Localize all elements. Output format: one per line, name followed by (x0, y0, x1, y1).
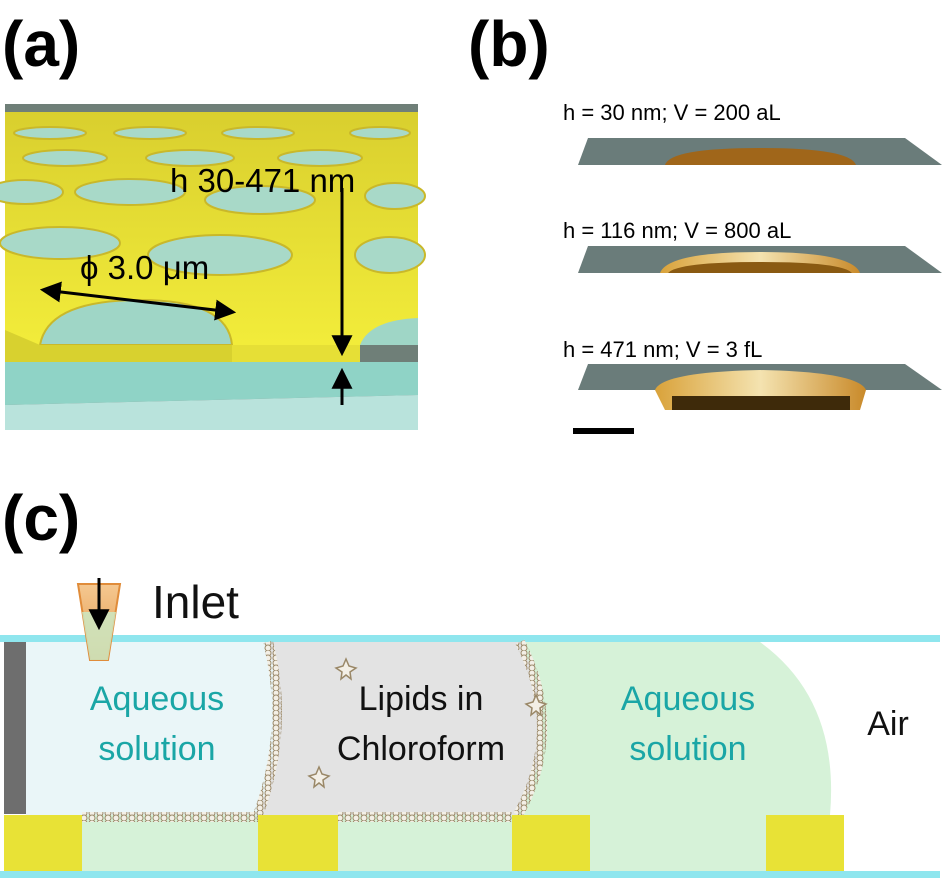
profile-3-pit-floor (672, 396, 850, 410)
diameter-annotation: ϕ 3.0 μm (80, 249, 209, 286)
right-aqueous-region (518, 642, 832, 815)
chloroform-region (258, 642, 543, 815)
right-well-edge (360, 318, 418, 345)
inlet-label: Inlet (152, 576, 239, 628)
lipid-aggregates (307, 657, 548, 789)
profile-2: h = 116 nm; V = 800 aL (563, 218, 942, 273)
top-channel-wall (0, 635, 940, 642)
gold-front-face (5, 330, 232, 362)
panel-b-label: (b) (468, 8, 550, 80)
lipids-label-line2: Chloroform (337, 730, 505, 768)
right-lipid-interface (513, 639, 547, 818)
scale-bar (573, 428, 634, 434)
panel-c-label: (c) (2, 482, 80, 554)
microwell-holes (0, 126, 426, 276)
left-aqueous-region (26, 642, 277, 815)
profile-3-label: h = 471 nm; V = 3 fL (563, 337, 762, 362)
air-label: Air (867, 705, 909, 743)
mid-lipid-layer (338, 812, 512, 822)
height-annotation: h 30-471 nm (170, 162, 355, 199)
left-aqueous-label-line1: Aqueous (90, 680, 224, 718)
diameter-arrow (39, 281, 237, 321)
left-lipid-interface (253, 640, 282, 817)
right-aqueous-label-line1: Aqueous (621, 680, 755, 718)
right-aqueous-label-line2: solution (629, 730, 746, 768)
channel-diagram (0, 578, 940, 878)
profile-1: h = 30 nm; V = 200 aL (563, 100, 942, 165)
panel-a-illustration (0, 104, 426, 430)
profile-3: h = 471 nm; V = 3 fL (563, 337, 942, 410)
profile-1-pit (665, 148, 856, 165)
left-aqueous-label-line2: solution (98, 730, 215, 768)
profile-2-label: h = 116 nm; V = 800 aL (563, 218, 791, 243)
gold-front-face-right (232, 345, 360, 362)
inlet-wall (4, 642, 26, 814)
left-lipid-bilayer (82, 812, 258, 822)
glass-front (5, 395, 418, 430)
gold-pad-3 (512, 815, 590, 871)
profile-2-pit (668, 262, 852, 273)
gold-pad-1 (4, 815, 82, 871)
gold-pad-4 (766, 815, 844, 871)
gold-pad-2 (258, 815, 338, 871)
panel-a-label: (a) (2, 8, 80, 80)
lipids-label-line1: Lipids in (359, 680, 484, 718)
profile-1-label: h = 30 nm; V = 200 aL (563, 100, 781, 125)
glass-substrate (5, 362, 418, 405)
bottom-channel-wall (0, 871, 940, 878)
